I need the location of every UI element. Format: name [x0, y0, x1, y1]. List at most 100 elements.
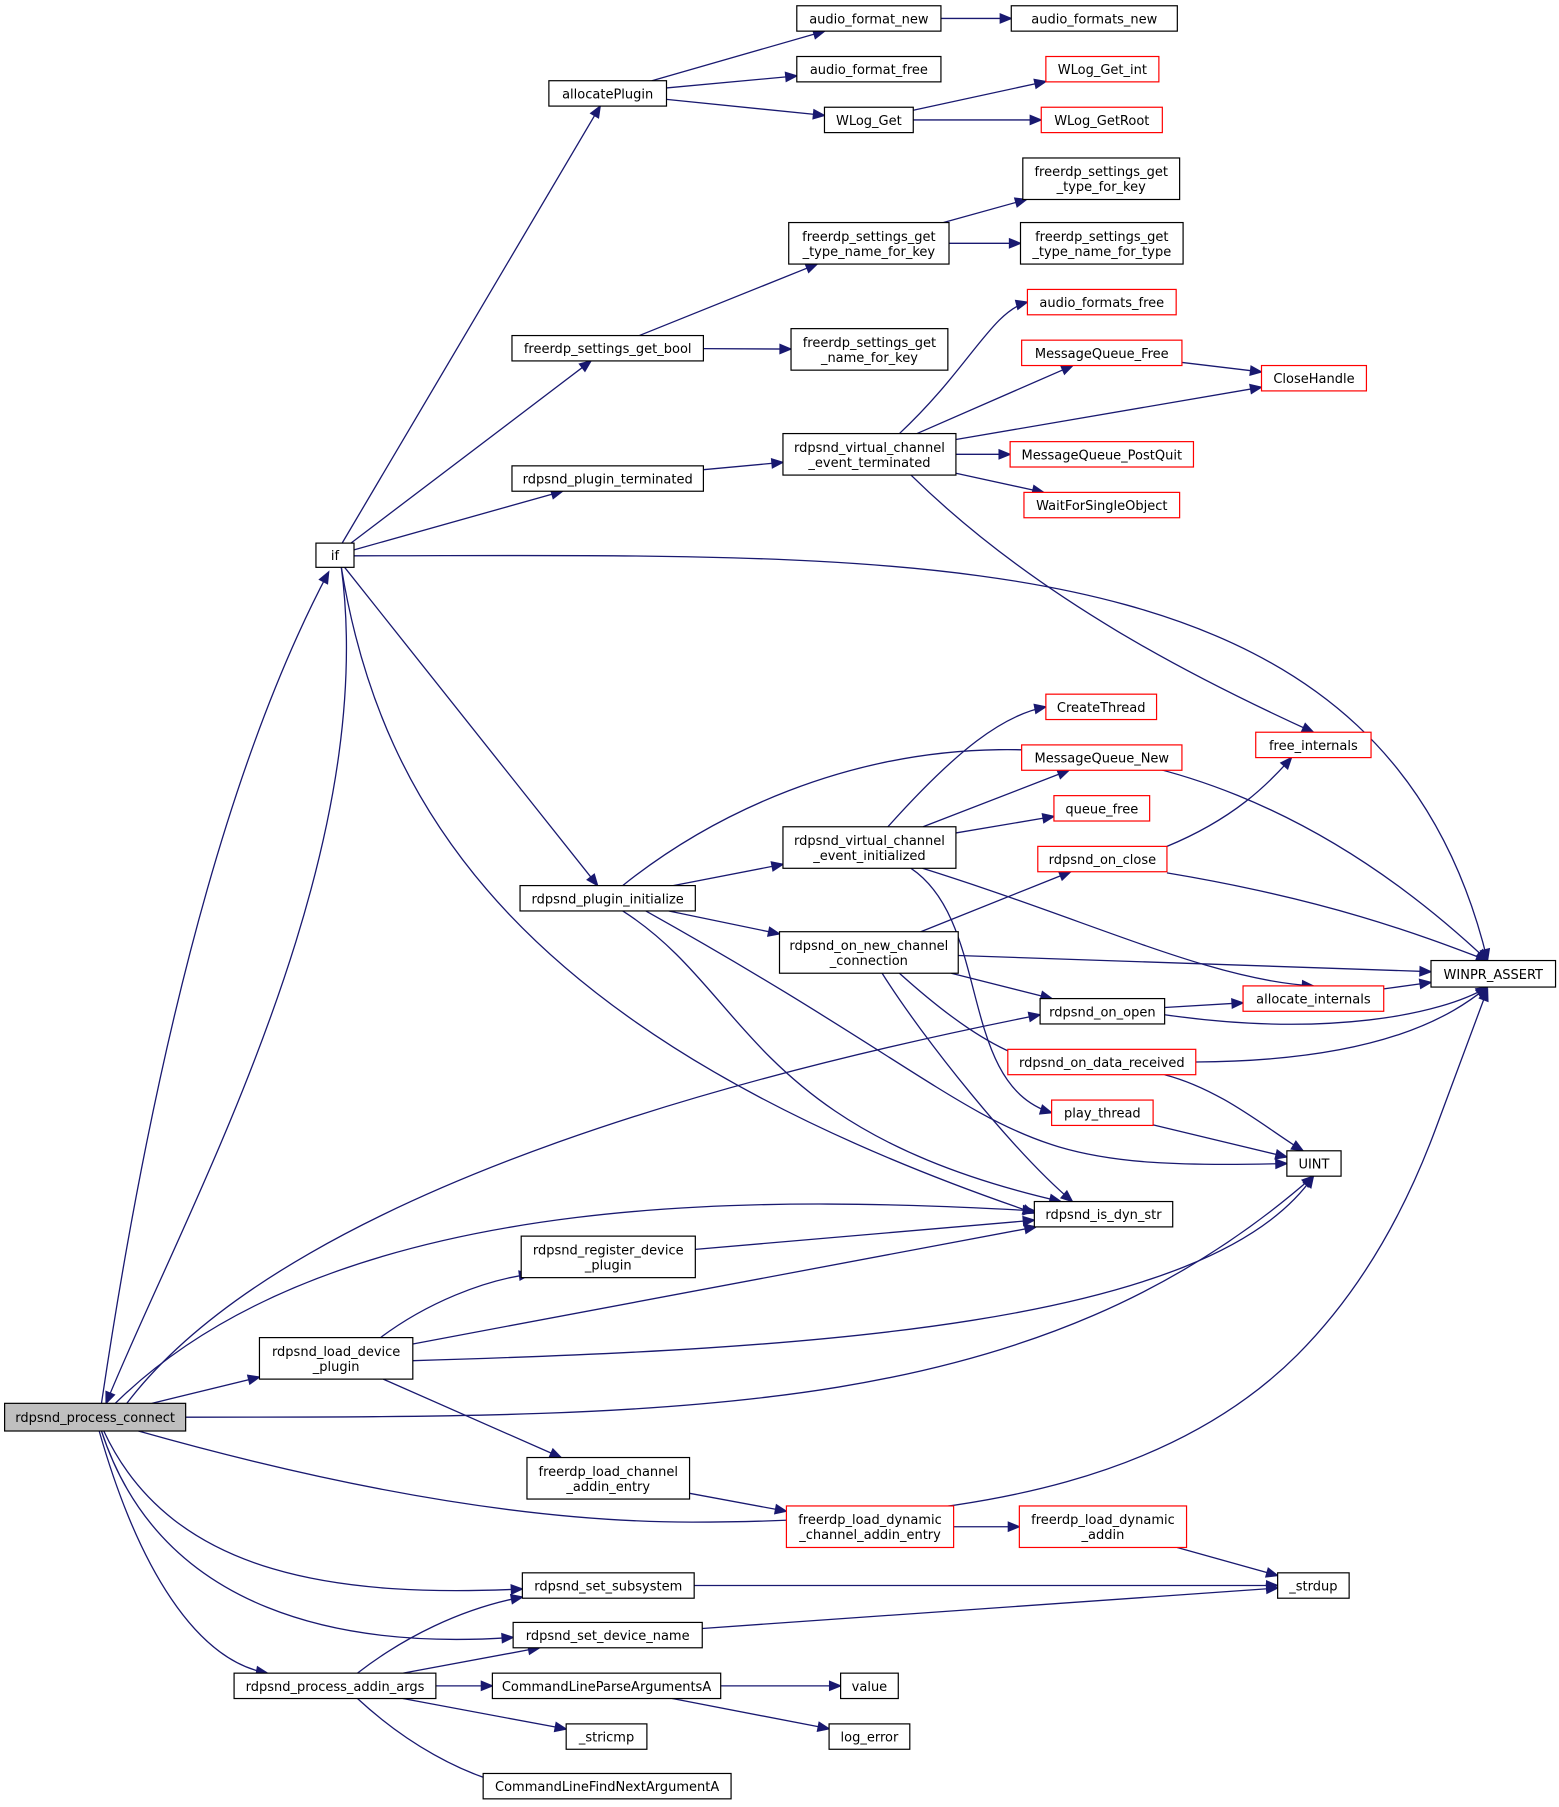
edge-arrowhead	[999, 12, 1013, 24]
edge-line	[666, 98, 825, 117]
node-WLog_Get[interactable]: WLog_Get	[823, 106, 914, 134]
node-box	[782, 432, 957, 476]
node-rdpsnd_plugin_terminated[interactable]: rdpsnd_plugin_terminated	[511, 465, 704, 492]
edge-line	[887, 706, 1046, 828]
node-free_internals[interactable]: free_internals	[1255, 731, 1372, 759]
node-label: rdpsnd_on_open	[1049, 1005, 1156, 1020]
node-set_device_name[interactable]: rdpsnd_set_device_name	[512, 1621, 703, 1649]
node-audio_formats_free[interactable]: audio_formats_free	[1026, 288, 1177, 316]
edge-arrowhead	[1265, 1583, 1280, 1595]
edge-arrowhead	[1418, 978, 1433, 990]
node-vc_event_terminated[interactable]: rdpsnd_virtual_channel_event_terminated	[782, 432, 957, 476]
node-UINT[interactable]: UINT	[1286, 1150, 1342, 1177]
node-box	[521, 1572, 695, 1599]
node-WLog_GetRoot[interactable]: WLog_GetRoot	[1040, 106, 1163, 134]
node-fs_get_type_for_key[interactable]: freerdp_settings_get_type_for_key	[1022, 157, 1181, 201]
node-CommandLineFindNextArgumentA[interactable]: CommandLineFindNextArgumentA	[482, 1772, 732, 1800]
edge-arrowhead	[1419, 965, 1433, 977]
node-label: WINPR_ASSERT	[1444, 968, 1543, 983]
node-audio_format_new[interactable]: audio_format_new	[796, 5, 942, 32]
node-MessageQueue_PostQuit[interactable]: MessageQueue_PostQuit	[1009, 441, 1195, 468]
node-label: rdpsnd_plugin_initialize	[532, 892, 684, 907]
edge-load_device_plugin-to-UINT	[412, 1174, 1315, 1362]
node-label: _plugin	[312, 1360, 360, 1375]
node-MessageQueue_Free[interactable]: MessageQueue_Free	[1021, 339, 1183, 367]
node-fs_get_name_for_key[interactable]: freerdp_settings_get_name_for_key	[790, 328, 949, 371]
node-rdpsnd_plugin_initialize[interactable]: rdpsnd_plugin_initialize	[519, 884, 696, 912]
node-register_device_plugin[interactable]: rdpsnd_register_device_plugin	[520, 1235, 696, 1279]
node-value[interactable]: value	[840, 1672, 899, 1700]
node-rdpsnd_is_dyn_str[interactable]: rdpsnd_is_dyn_str	[1033, 1200, 1174, 1228]
edge-arrowhead	[770, 457, 785, 469]
node-label: rdpsnd_process_addin_args	[246, 1680, 425, 1695]
edge-load_device_plugin-to-register_device_plugin	[380, 1270, 533, 1339]
edge-on_new_channel_connection-to-rdpsnd_is_dyn_str	[881, 972, 1074, 1203]
node-load_device_plugin[interactable]: rdpsnd_load_device_plugin	[258, 1337, 414, 1380]
node-WaitForSingleObject[interactable]: WaitForSingleObject	[1023, 491, 1181, 519]
edge-arrowhead	[998, 448, 1012, 460]
node-rdpsnd_on_data_received[interactable]: rdpsnd_on_data_received	[1007, 1048, 1197, 1076]
edge-line	[350, 360, 592, 544]
node-label: freerdp_load_channel	[539, 1465, 678, 1480]
node-allocatePlugin[interactable]: allocatePlugin	[548, 80, 668, 107]
node-label: audio_format_new	[809, 12, 929, 27]
node-MessageQueue_New[interactable]: MessageQueue_New	[1021, 744, 1183, 771]
node-label: _connection	[829, 954, 908, 969]
node-WLog_Get_int[interactable]: WLog_Get_int	[1045, 55, 1160, 83]
node-box	[491, 1672, 722, 1700]
node-label: rdpsnd_set_device_name	[526, 1629, 690, 1644]
node-box	[1007, 1048, 1197, 1076]
node-CommandLineParseArgumentsA[interactable]: CommandLineParseArgumentsA	[491, 1672, 722, 1700]
edge-arrowhead	[1007, 1521, 1022, 1533]
node-audio_formats_new[interactable]: audio_formats_new	[1010, 5, 1178, 32]
node-label: play_thread	[1064, 1107, 1141, 1122]
node-box	[1260, 364, 1368, 392]
node-label: _type_for_key	[1056, 180, 1146, 195]
edge-arrowhead	[1029, 114, 1043, 126]
node-WINPR_ASSERT[interactable]: WINPR_ASSERT	[1430, 959, 1557, 988]
node-log_error[interactable]: log_error	[828, 1723, 911, 1750]
edge-line	[920, 871, 1071, 933]
node-stricmp[interactable]: _stricmp	[565, 1723, 648, 1750]
node-set_subsystem[interactable]: rdpsnd_set_subsystem	[521, 1572, 695, 1599]
edge-line	[1152, 1124, 1288, 1158]
node-rdpsnd_on_open[interactable]: rdpsnd_on_open	[1039, 997, 1166, 1025]
edge-line	[100, 571, 330, 1404]
node-CloseHandle[interactable]: CloseHandle	[1260, 364, 1368, 392]
node-load_dynamic_addin[interactable]: freerdp_load_dynamic_addin	[1018, 1505, 1188, 1549]
edge-arrowhead	[1014, 299, 1030, 311]
edge-line	[126, 1014, 1041, 1404]
node-on_new_channel_connection[interactable]: rdpsnd_on_new_channel_connection	[778, 931, 959, 974]
edge-line	[910, 474, 1314, 733]
edge-audio_format_new-to-audio_formats_new	[940, 12, 1013, 24]
node-root[interactable]: rdpsnd_process_connect	[4, 1402, 187, 1432]
edge-vc_event_initialized-to-queue_free	[955, 812, 1056, 834]
node-fs_get_type_name_for_type[interactable]: freerdp_settings_get_type_name_for_type	[1019, 221, 1184, 265]
node-allocate_internals[interactable]: allocate_internals	[1242, 985, 1385, 1012]
node-load_dynamic_channel_addin_entry[interactable]: freerdp_load_dynamic_channel_addin_entry	[785, 1505, 955, 1549]
edge-line	[412, 1226, 1037, 1345]
node-label: rdpsnd_virtual_channel	[794, 441, 945, 456]
node-load_channel_addin_entry[interactable]: freerdp_load_channel_addin_entry	[526, 1456, 691, 1500]
node-strdup[interactable]: _strdup	[1277, 1572, 1350, 1599]
node-label: CommandLineFindNextArgumentA	[495, 1780, 719, 1795]
node-box	[828, 1723, 911, 1750]
node-fs_get_bool[interactable]: freerdp_settings_get_bool	[511, 334, 704, 362]
edge-root-to-rdpsnd_on_open	[126, 1011, 1042, 1404]
edge-arrowhead	[1279, 756, 1293, 770]
node-vc_event_initialized[interactable]: rdpsnd_virtual_channel_event_initialized	[782, 826, 957, 869]
node-box	[788, 221, 950, 265]
node-queue_free[interactable]: queue_free	[1053, 795, 1151, 822]
node-box	[1039, 997, 1166, 1025]
node-fs_get_type_name_for_key[interactable]: freerdp_settings_get_type_name_for_key	[788, 221, 950, 265]
node-process_addin_args[interactable]: rdpsnd_process_addin_args	[233, 1672, 437, 1700]
node-audio_format_free[interactable]: audio_format_free	[796, 55, 942, 83]
node-box	[1045, 55, 1160, 83]
node-play_thread[interactable]: play_thread	[1051, 1099, 1154, 1127]
edge-play_thread-to-UINT	[1152, 1124, 1289, 1160]
edge-arrowhead	[1033, 78, 1048, 90]
node-if[interactable]: if	[315, 542, 355, 568]
node-CreateThread[interactable]: CreateThread	[1045, 693, 1158, 721]
node-rdpsnd_on_close[interactable]: rdpsnd_on_close	[1037, 845, 1168, 873]
node-label: if	[331, 549, 340, 564]
